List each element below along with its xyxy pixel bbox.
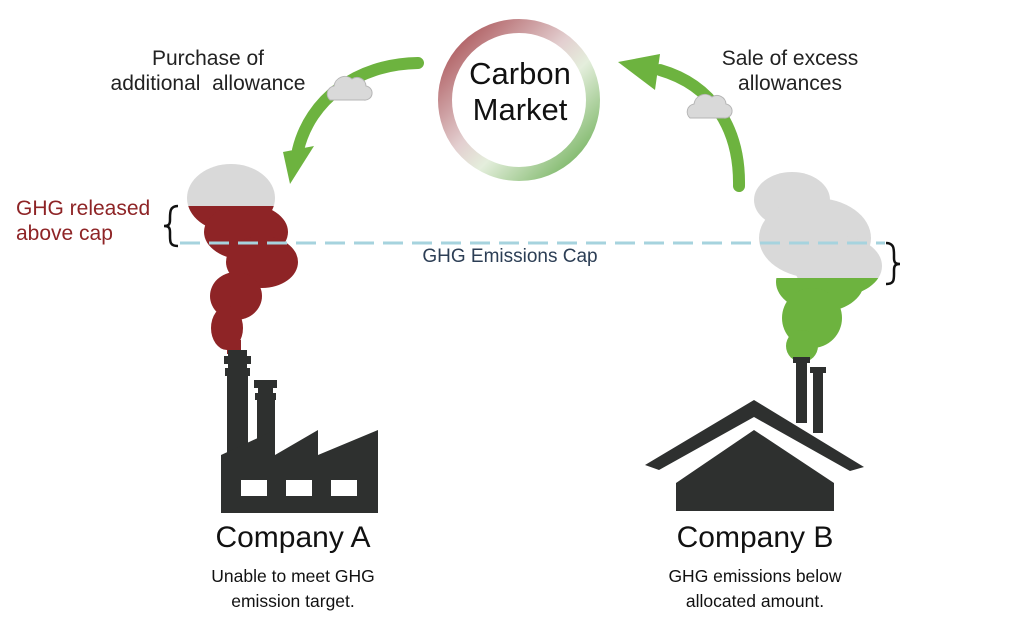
purchase-label-line2: additional allowance xyxy=(110,72,306,96)
company-a-name: Company A xyxy=(215,521,371,554)
emissions-cap-label: GHG Emissions Cap xyxy=(422,246,598,267)
brace-icon xyxy=(885,241,901,286)
purchase-label-line1: Purchase of xyxy=(151,47,265,70)
carbon-market-title: Carbon Market xyxy=(452,56,588,128)
company-b-desc-line1: GHG emissions below xyxy=(668,566,842,586)
sale-label-line2: allowances xyxy=(738,72,842,96)
purchase-label: Purchase of additional allowance xyxy=(78,46,338,96)
brace-icon xyxy=(163,204,179,248)
company-b-name: Company B xyxy=(676,521,834,554)
company-a-smoke-plume xyxy=(187,164,298,354)
sale-label-line1: Sale of excess xyxy=(721,47,859,70)
released-label-line1: GHG released xyxy=(16,197,151,220)
factory-icon xyxy=(221,350,378,513)
house-icon xyxy=(645,357,864,511)
released-above-cap-label: GHG released above cap xyxy=(16,196,150,246)
carbon-market-title-line1: Carbon xyxy=(469,56,571,91)
company-a-description: Unable to meet GHG emission target. xyxy=(158,564,428,614)
released-label-line2: above cap xyxy=(16,222,113,246)
cloud-icon xyxy=(686,93,733,119)
company-b-desc-line2: allocated amount. xyxy=(685,591,825,611)
carbon-market-ring xyxy=(438,19,600,181)
company-a-desc-line2: emission target. xyxy=(231,591,355,611)
company-b-smoke-plume xyxy=(754,172,882,362)
cloud-icon xyxy=(326,75,373,101)
company-b-description: GHG emissions below allocated amount. xyxy=(620,564,890,614)
company-a-desc-line1: Unable to meet GHG xyxy=(211,566,375,586)
sale-label: Sale of excess allowances xyxy=(680,46,900,96)
carbon-market-title-line2: Market xyxy=(472,92,568,127)
